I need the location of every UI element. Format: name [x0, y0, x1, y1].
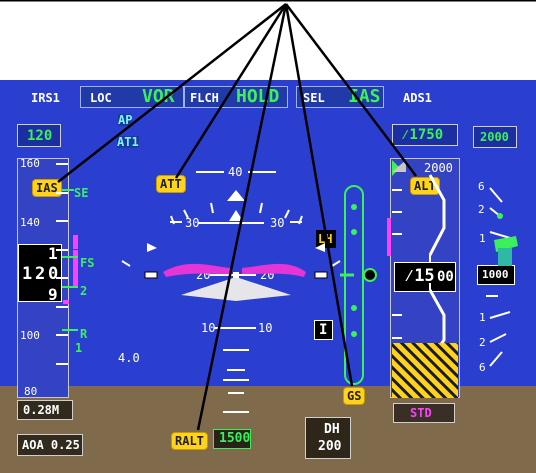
- slip-indicator: [229, 210, 243, 221]
- current-speed-digit-below: 9: [48, 285, 58, 304]
- current-altitude-small: 00: [437, 269, 454, 285]
- fma-source-right: ADS1: [403, 91, 432, 105]
- mach-readout: 0.28M: [23, 403, 60, 417]
- aircraft-symbol-center: [233, 272, 239, 278]
- pitch-label-30-right: 30: [270, 216, 285, 230]
- vsi-mark-6-down: 6: [479, 361, 486, 374]
- speed-trend-bar-lower: [73, 250, 78, 288]
- callout-gs: GS: [343, 387, 366, 405]
- vsi-mark-2-down: 2: [479, 336, 486, 349]
- aircraft-symbol-left: [144, 271, 158, 279]
- aoa-readout: AOA 0.25: [22, 438, 80, 452]
- current-vs: 1000: [482, 268, 509, 281]
- current-vs-box: [477, 265, 515, 285]
- speed-bug-se: SE: [74, 186, 89, 200]
- fma-lateral-armed: LOC: [90, 91, 112, 105]
- speed-trend-value: 4.0: [118, 351, 140, 365]
- autothrottle-annunciation: AT1: [117, 135, 139, 149]
- fma-vertical-box: [184, 86, 288, 108]
- primary-flight-display: IRS1 LOC VOR FLCH HOLD SEL IAS ADS1 AP A…: [0, 80, 536, 473]
- roll-scale: [121, 202, 341, 267]
- callout-leaders: [57, 3, 417, 431]
- current-speed-digit-above: 1: [48, 244, 58, 263]
- callout-ias: IAS: [32, 179, 62, 197]
- current-speed-window: [18, 244, 62, 302]
- selected-speed: 120: [27, 128, 53, 144]
- vsi-mark-6-up: 6: [478, 180, 485, 193]
- inner-marker-box: [314, 320, 333, 340]
- inner-marker: I: [319, 322, 328, 338]
- selected-vs-box: [473, 126, 517, 148]
- ground-hatch: [392, 343, 458, 398]
- fma-source-left: IRS1: [31, 91, 60, 105]
- speed-tick-140: 140: [20, 216, 40, 229]
- speed-tick-160: 160: [20, 157, 40, 170]
- current-altitude: ⁄15: [404, 266, 435, 286]
- speed-ticks: [56, 163, 68, 365]
- speed-bug-r: R: [80, 327, 88, 341]
- flight-director-right: [242, 263, 306, 277]
- flight-director-left: [163, 263, 230, 277]
- baro-setting: STD: [410, 406, 432, 420]
- pitch-label-10-left: 10: [201, 321, 216, 335]
- mach-box: [17, 400, 73, 420]
- speed-bug-fs: FS: [80, 256, 95, 270]
- selected-vs: 2000: [480, 130, 509, 144]
- speed-target-mark: [63, 300, 69, 304]
- baro-box: [393, 403, 455, 423]
- glideslope-scale: [340, 185, 377, 385]
- vsi-scale: [486, 187, 511, 367]
- fma-vertical-armed: FLCH: [190, 91, 219, 105]
- speed-tick-80: 80: [24, 385, 38, 398]
- pitch-label-10-right: 10: [258, 321, 273, 335]
- autopilot-annunciation: AP: [118, 113, 133, 127]
- selected-altitude-box: [392, 124, 458, 146]
- decision-height-value: 200: [318, 439, 342, 454]
- decision-height-box: [305, 417, 351, 459]
- aircraft-symbol-wing: [181, 277, 291, 301]
- radio-altitude: 1500: [219, 431, 251, 446]
- ground-area: [0, 386, 536, 473]
- pitch-label-30-left: 30: [185, 216, 200, 230]
- fma-lateral-active: VOR: [142, 86, 175, 107]
- pitch-label-40: 40: [228, 165, 243, 179]
- radio-altitude-box: [213, 429, 251, 449]
- marker-lh: LH: [318, 232, 333, 246]
- selected-altitude: ⁄1750: [401, 127, 444, 143]
- vsi-mark-1-up: 1: [479, 232, 486, 245]
- current-altitude-window: [394, 262, 456, 292]
- callout-ralt: RALT: [171, 432, 208, 450]
- speed-bug-1: 1: [75, 341, 83, 355]
- decision-height-label: DH: [324, 422, 340, 437]
- current-speed-hundreds: 1: [22, 264, 33, 284]
- altitude-trend-bar: [387, 218, 391, 256]
- fma-speed-active: IAS: [348, 86, 381, 107]
- altitude-tick-2000: 2000: [424, 161, 453, 175]
- current-speed-tens: 2: [35, 264, 46, 284]
- vsi-mark-2-up: 2: [478, 203, 485, 216]
- aircraft-symbol-right: [314, 271, 328, 279]
- vsi-mark-1-down: 1: [479, 311, 486, 324]
- callout-att: ATT: [156, 175, 186, 193]
- current-speed-ones: 0: [48, 264, 59, 284]
- selected-speed-box: [17, 124, 61, 147]
- fma-speed-armed: SEL: [303, 91, 325, 105]
- pitch-ladder: [170, 171, 302, 413]
- speed-tick-100: 100: [20, 329, 40, 342]
- roll-pointer: [227, 190, 245, 201]
- aoa-box: [17, 434, 83, 456]
- speed-trend-bar: [73, 235, 78, 249]
- speed-bug-2: 2: [80, 284, 88, 298]
- speed-bug-lines: [62, 189, 78, 331]
